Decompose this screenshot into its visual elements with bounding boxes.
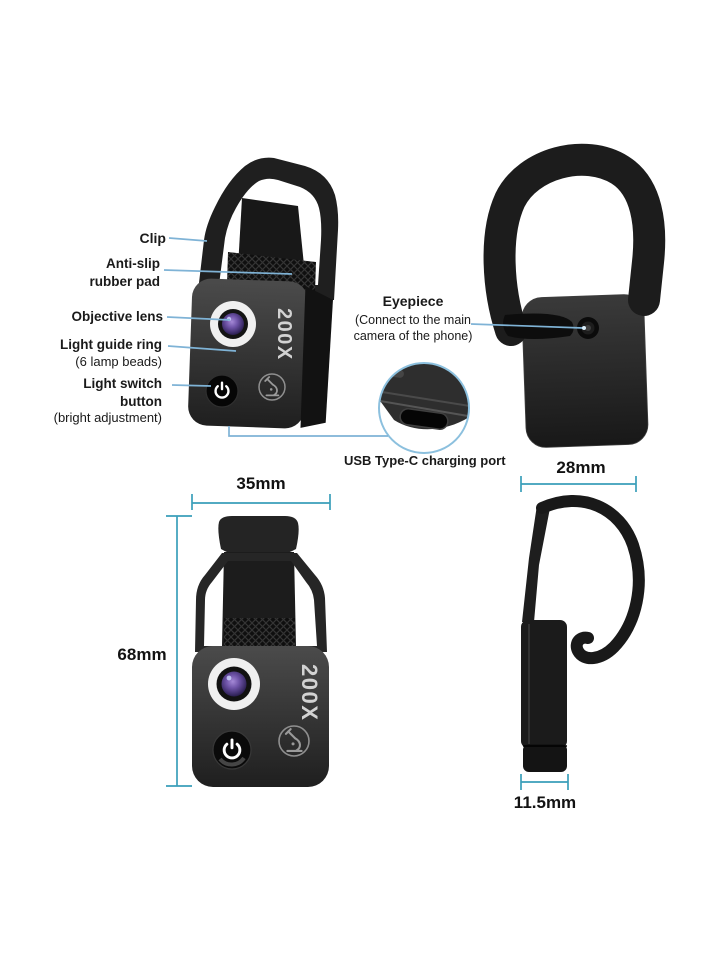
button-reflection [218, 756, 246, 767]
light-switch-label-group: Light switch button (bright adjustment) [42, 375, 162, 427]
eyepiece-note: (Connect to the main camera of the phone… [353, 313, 473, 344]
anti-slip-rubber-pad-front [224, 618, 295, 646]
side-thickness-dimension: 11.5mm [513, 793, 577, 812]
clip-label: Clip [139, 230, 166, 246]
dimension-line-11-5mm [520, 774, 569, 790]
clip-callout-line [168, 237, 208, 242]
eyepiece-label-group: Eyepiece (Connect to the main camera of … [351, 292, 475, 345]
front-three-quarter-view: 200X [188, 157, 339, 429]
lens-highlight-front [226, 675, 232, 681]
light-guide-ring-label: Light guide ring [60, 337, 162, 352]
usb-port-magnifier [378, 362, 470, 454]
dimension-line-28mm [520, 476, 637, 492]
light-switch-button [205, 374, 239, 408]
side-width-dimension: 28mm [556, 458, 606, 477]
light-switch-label: Light switch button [83, 376, 162, 409]
callout-lines [163, 237, 586, 437]
magnifier-ring [378, 362, 470, 454]
front-dimension-view: 200X [166, 494, 331, 787]
magnification-text-front: 200X [297, 664, 322, 721]
anti-slip-label: Anti-slip rubber pad [89, 256, 160, 289]
objective-lens-iris-front [221, 671, 247, 697]
light-guide-ring-label-group: Light guide ring (6 lamp beads) [48, 336, 162, 370]
eyepiece-lens-dot [585, 325, 591, 331]
side-dimension-view [520, 476, 645, 790]
edge-groove-1 [381, 391, 469, 407]
light-guide-ring-note: (6 lamp beads) [75, 353, 162, 369]
eyepiece-label: Eyepiece [382, 293, 444, 309]
eyepiece-callout-line [470, 323, 584, 329]
anti-slip-callout-line [163, 269, 293, 275]
light-guide-ring-callout-line [167, 345, 237, 352]
microscope-logo-ring [258, 373, 286, 401]
light-switch-note: (bright adjustment) [53, 410, 162, 426]
usb-callout-line [228, 426, 388, 437]
usb-port-label: USB Type-C charging port [344, 453, 506, 468]
clip-hook-side [536, 494, 645, 664]
objective-lens-callout-line [166, 316, 231, 321]
microscope-logo-ring-front [278, 725, 310, 757]
objective-lens-iris [222, 313, 244, 335]
device-body-side-profile [521, 620, 567, 748]
clip-shape [197, 157, 339, 300]
edge-groove-2 [379, 400, 469, 417]
magnification-text: 200X [273, 308, 295, 361]
clip-band [483, 143, 666, 346]
objective-lens-label: Objective lens [71, 309, 163, 324]
dimension-line-35mm [191, 494, 331, 510]
front-height-dimension: 68mm [117, 645, 167, 664]
light-switch-button-front [212, 730, 252, 770]
usb-c-port [399, 408, 449, 430]
device-foot-side [523, 744, 567, 772]
dimension-line-68mm [166, 515, 192, 787]
clip-support-side [522, 505, 550, 622]
front-width-dimension: 35mm [236, 474, 286, 493]
back-view [483, 143, 666, 448]
eyepiece-callout-tip [582, 326, 586, 330]
light-switch-callout-line [171, 384, 212, 387]
clip-cap [218, 516, 299, 558]
device-body-side [300, 285, 333, 428]
